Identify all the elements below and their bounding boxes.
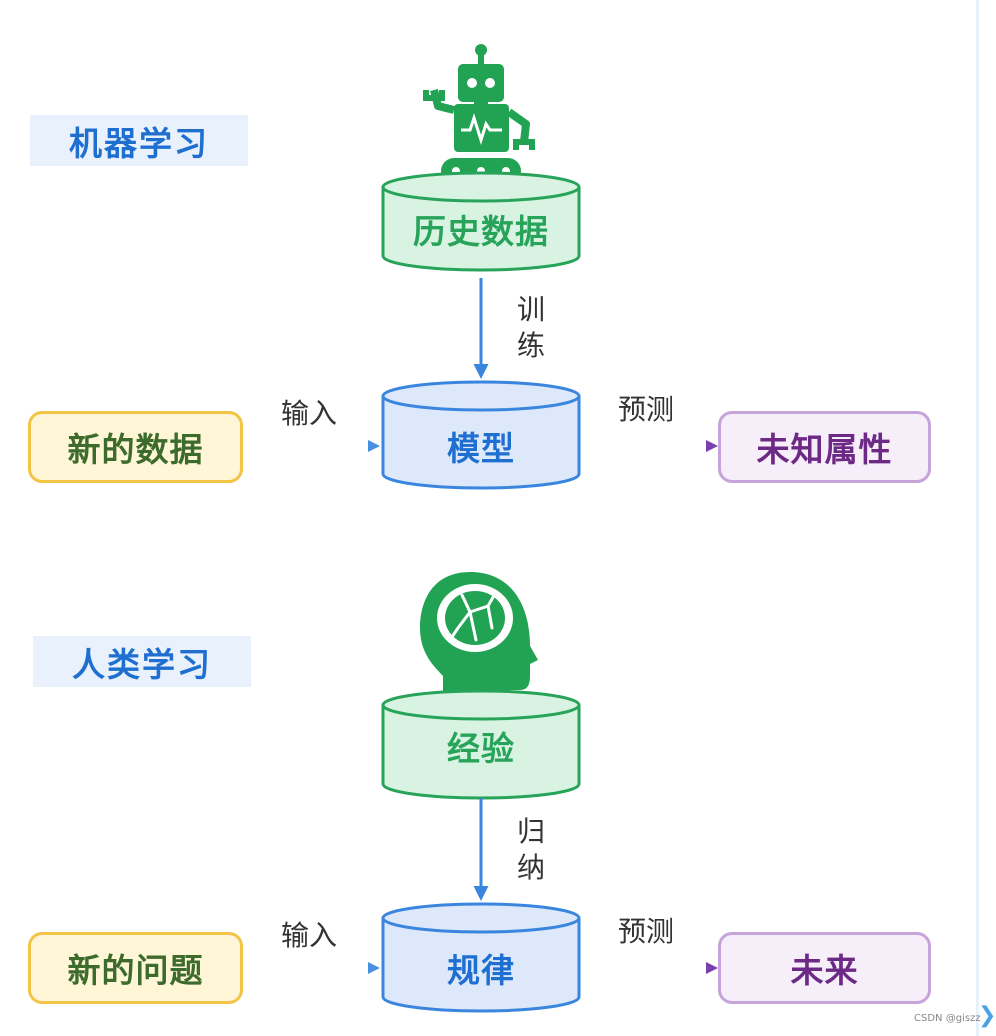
- right-divider: [976, 0, 979, 1036]
- model-cylinder: [381, 380, 581, 490]
- rule-label: 规律: [447, 951, 515, 990]
- brain-head-icon: [420, 572, 538, 708]
- new-problem-node: 新的问题: [28, 932, 243, 1004]
- rule-cylinder: [381, 902, 581, 1013]
- unknown-attribute-node: 未知属性: [718, 411, 931, 483]
- model-label: 模型: [447, 429, 515, 468]
- input-label-1: 输入: [281, 397, 338, 430]
- induce-label: 归纳: [516, 815, 545, 884]
- history-data-label: 历史数据: [413, 212, 549, 251]
- future-node: 未来: [718, 932, 931, 1004]
- history-data-cylinder: [381, 171, 581, 272]
- input-label-2: 输入: [281, 919, 338, 952]
- train-label: 训练: [516, 293, 545, 362]
- chevron-right-icon: ❯: [978, 1003, 996, 1028]
- experience-label: 经验: [447, 729, 515, 768]
- section-label-human-learning: 人类学习: [33, 636, 251, 687]
- new-data-node: 新的数据: [28, 411, 243, 483]
- predict-label-2: 预测: [618, 915, 675, 948]
- section-label-machine-learning: 机器学习: [30, 115, 248, 166]
- predict-label-1: 预测: [618, 393, 675, 426]
- watermark: CSDN @giszz: [914, 1013, 981, 1024]
- robot-icon: [423, 44, 535, 184]
